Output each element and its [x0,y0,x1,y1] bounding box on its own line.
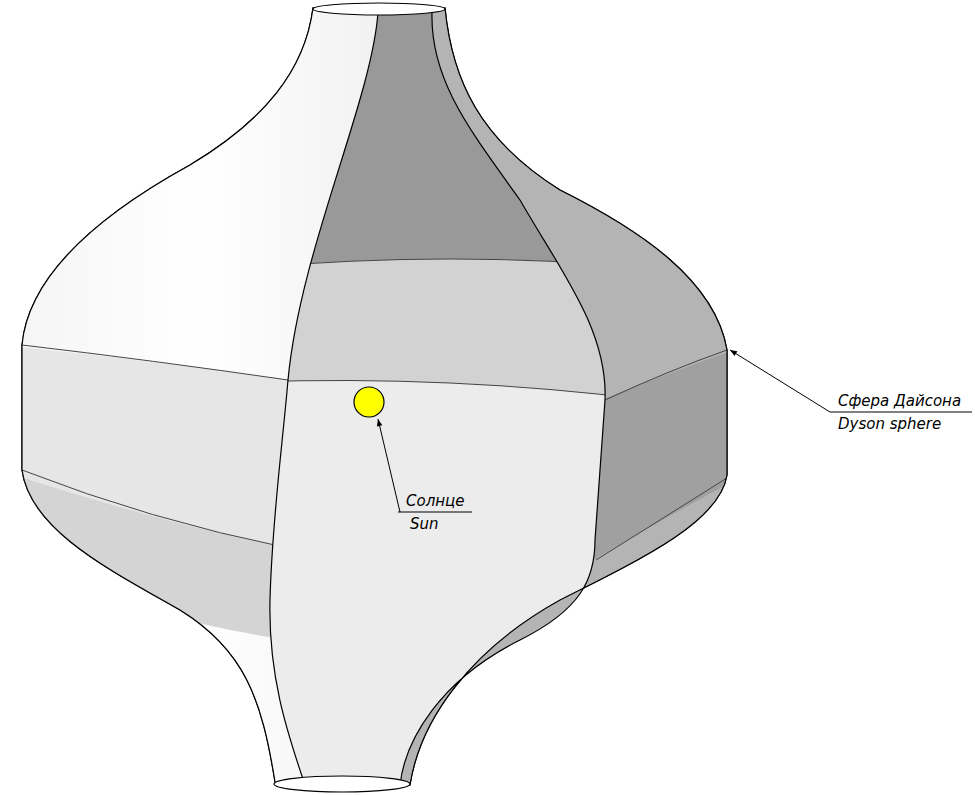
callout-label: Сфера Дайсона [838,392,961,410]
leader-line [730,350,830,412]
leader-line [378,419,400,512]
callout-label: Sun [410,515,439,533]
sun-symbol [354,387,384,417]
callout-label: Dyson sphere [838,415,941,433]
leader-shelf [830,412,972,413]
callout-label: Солнце [406,492,464,510]
leader-shelf [398,512,472,513]
